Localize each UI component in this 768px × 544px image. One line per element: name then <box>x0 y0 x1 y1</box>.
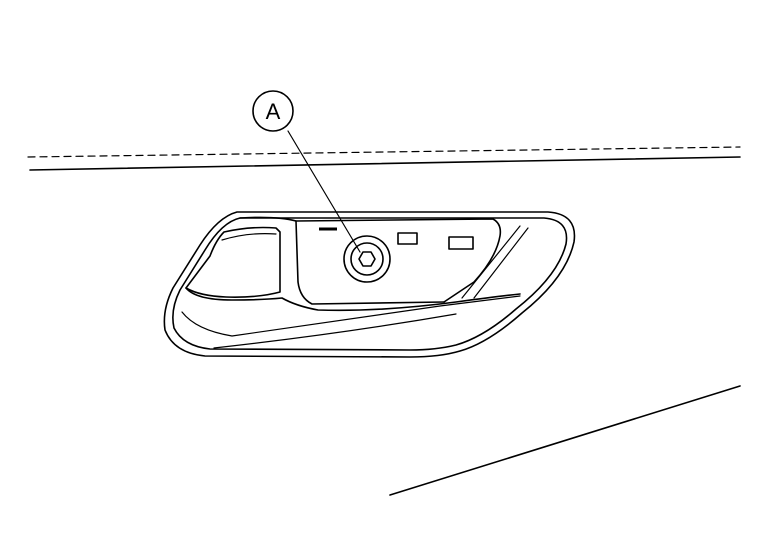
bolt-washer <box>350 242 384 276</box>
release-rib-2 <box>461 225 521 299</box>
bolt <box>343 235 391 283</box>
escutcheon-outer-bezel <box>163 211 576 358</box>
trim-edge-dashed-line <box>27 146 741 158</box>
lever-pivot-face <box>295 220 445 305</box>
pocket-lower-rim <box>213 313 457 349</box>
callout-label: A <box>266 99 281 124</box>
bolt-hex-head <box>358 251 376 267</box>
handle-lever <box>185 226 281 298</box>
release-rib-1 <box>473 227 529 299</box>
callout-leader-line <box>287 130 361 253</box>
bolt-outer-ring <box>343 235 391 283</box>
escutcheon-inner-bezel <box>172 217 568 351</box>
pocket-floor-curve <box>185 287 521 312</box>
clip-slot-left <box>397 232 418 245</box>
trim-edge-solid-line <box>29 156 741 171</box>
pocket-lower-lip <box>181 295 521 337</box>
pocket-cavity-line <box>239 216 502 303</box>
callout-a: A <box>252 90 294 132</box>
clip-slot-right <box>448 236 474 250</box>
callout-circle <box>252 90 294 132</box>
handle-lever-edge <box>221 233 277 241</box>
panel-edge-line <box>389 385 741 496</box>
